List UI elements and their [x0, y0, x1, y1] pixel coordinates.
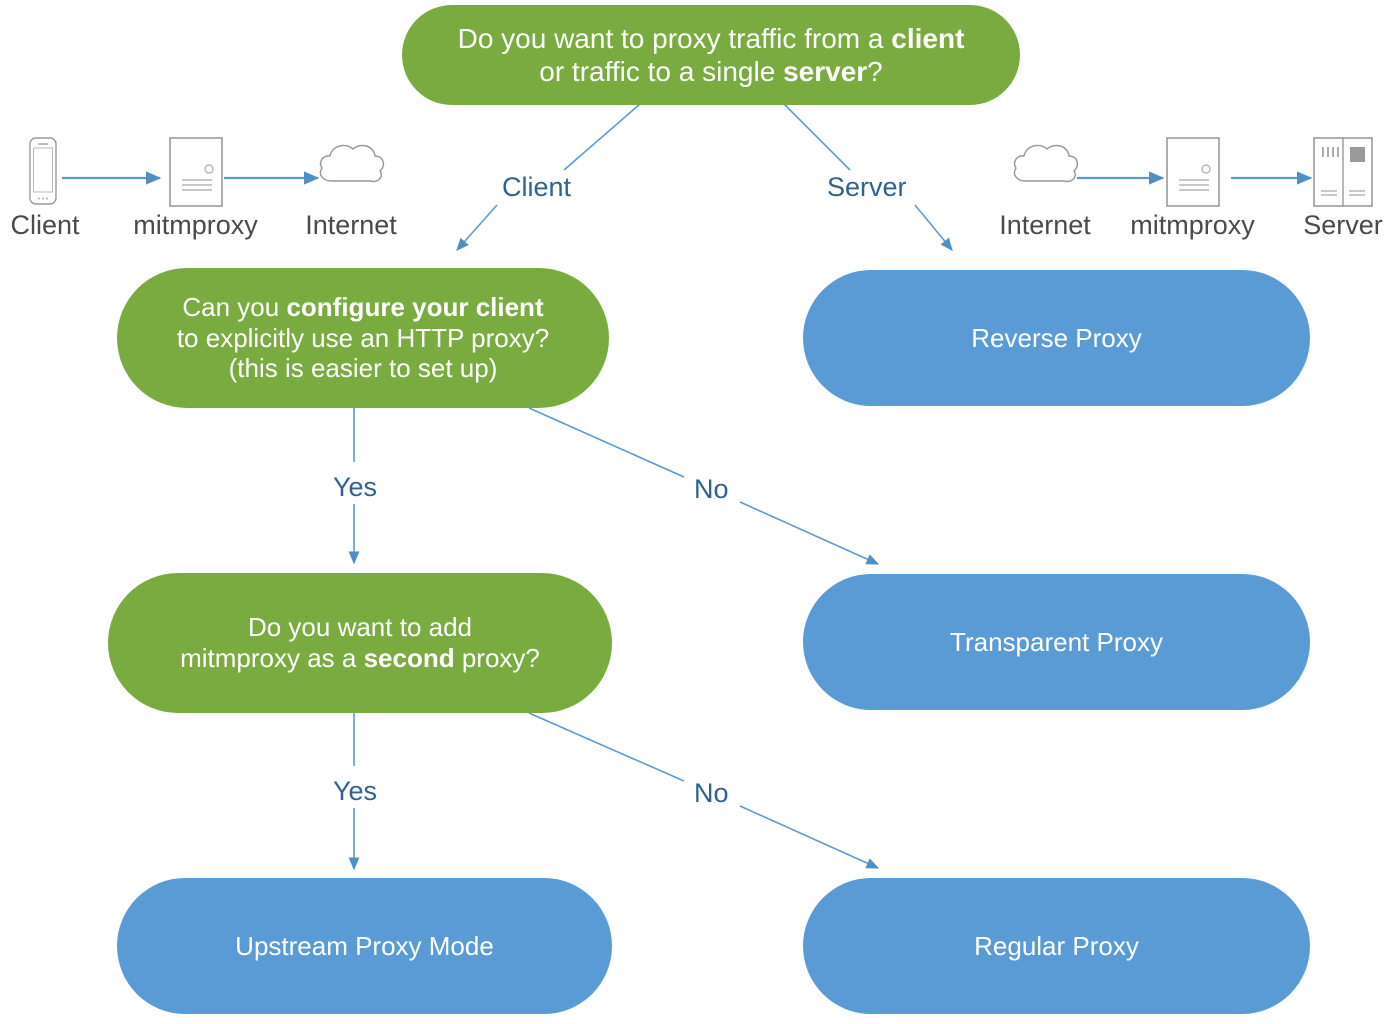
- node-result-regular-proxy[interactable]: Regular Proxy: [803, 878, 1310, 1014]
- edge-label-no-configure-client: No: [689, 474, 734, 505]
- edge-label-yes-configure-client: Yes: [328, 472, 383, 503]
- icon-caption-internet: Internet: [999, 210, 1091, 240]
- server-rack-icon: [1312, 136, 1374, 208]
- node-label: Upstream Proxy Mode: [235, 930, 494, 961]
- edge-second-proxy-no-upper: [528, 712, 685, 782]
- icon-caption-internet: Internet: [305, 210, 397, 240]
- icon-caption-client: Client: [10, 210, 80, 240]
- icon-caption-mitmproxy: mitmproxy: [1130, 210, 1255, 240]
- edge-label-no-second-proxy: No: [689, 778, 734, 809]
- edge-root-to-configure-client-upper: [563, 103, 641, 171]
- mitmproxy-document-icon: [1165, 136, 1221, 208]
- node-result-reverse-proxy[interactable]: Reverse Proxy: [803, 270, 1310, 406]
- node-label: Regular Proxy: [974, 930, 1139, 961]
- icon-caption-mitmproxy: mitmproxy: [133, 210, 258, 240]
- edge-label-server: Server: [822, 172, 912, 203]
- cloud-icon: [1008, 136, 1082, 188]
- node-result-transparent-proxy[interactable]: Transparent Proxy: [803, 574, 1310, 710]
- node-label: Do you want to proxy traffic from a clie…: [457, 22, 965, 87]
- edge-label-client: Client: [497, 172, 577, 203]
- edge-root-to-reverse-proxy-upper: [783, 103, 851, 171]
- edge-second-proxy-no-lower: [739, 805, 880, 869]
- edge-configure-client-no-lower: [739, 501, 880, 565]
- node-result-upstream-proxy-mode[interactable]: Upstream Proxy Mode: [117, 878, 612, 1014]
- node-label: Reverse Proxy: [971, 322, 1142, 353]
- edge-root-to-reverse-proxy-lower: [914, 204, 953, 251]
- node-label: Transparent Proxy: [950, 626, 1163, 657]
- phone-icon: [22, 136, 64, 206]
- cloud-icon: [314, 136, 388, 188]
- edge-configure-client-no-upper: [528, 407, 685, 478]
- icon-caption-server: Server: [1303, 210, 1383, 240]
- mitmproxy-document-icon: [168, 136, 224, 208]
- node-question-client-or-server[interactable]: Do you want to proxy traffic from a clie…: [402, 5, 1020, 105]
- edge-label-yes-second-proxy: Yes: [328, 776, 383, 807]
- edge-root-to-configure-client-lower: [456, 204, 498, 251]
